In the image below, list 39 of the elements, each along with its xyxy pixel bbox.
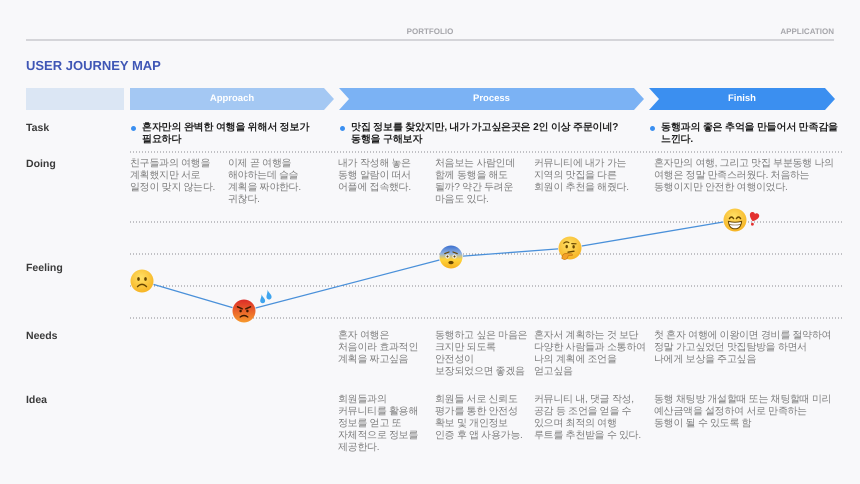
task-statement: 혼자만의 완벽한 여행을 위해서 정보가 필요하다 [142,122,310,146]
connector-line [582,221,724,247]
body-text: 혼자만의 여행, 그리고 맛집 부분동행 나의 여행은 정말 만족스러웠다. 처음하는 동행이지만 안전한 여행이었다. [654,158,835,194]
body-text: 첫 혼자 여행에 이왕이면 경비를 절약하여 정말 가고싶었던 맛집탐방을 하면서 나에게 보상을 주고싶음 [654,330,832,366]
grinning-face-icon [723,208,747,232]
task-statement: 동행과의 좋은 추억을 만들어서 만족감을 느낀다. [661,122,839,146]
blank-phase-header [26,88,124,110]
body-text: 혼자 여행은 처음이라 효과적인 계획을 짜고싶음 [338,330,420,366]
row-heading: Needs [26,330,59,342]
phase-title: Process [473,93,510,105]
body-text: 이제 곧 여행을 해야하는데 슬슬 계획을 짜야한다. 귀찮다. [228,158,302,206]
connector-line [255,259,440,309]
connector-line [153,284,233,308]
body-text: 커뮤니티 내, 댓글 작성, 공감 등 조언을 얻을 수 있으며 최적의 여행 루트를 추천받을 수 있다. [534,394,642,442]
fearful-face-icon [439,245,463,269]
row-heading: Doing [26,158,57,170]
body-text: 동행 채팅방 개설할때 또는 채팅할때 미리 예산금액을 설정하여 서로 만족하는 동행이 될 수 있도록 함 [654,394,832,430]
body-text: 동행하고 싶은 마음은 크지만 되도록 안전성이 보장되었으면 좋겠음 [435,330,528,378]
phase-title: Finish [728,93,756,105]
body-text: 내가 작성해 놓은 동행 알람이 떠서 어플에 접속했다. [338,158,412,194]
body-text: 친구들과의 여행을 계획했지만 서로 일정이 맞지 않는다. [130,158,216,194]
phase-header [130,88,334,110]
body-text: 혼자서 계획하는 것 보단 다양한 사람들과 소통하여 나의 계획에 조언을 얻고싶음 [534,330,646,378]
body-text: 회원들과의 커뮤니티를 활용해 정보를 얻고 또 자체적으로 정보를 제공한다. [338,394,420,454]
frowning-face-icon [130,269,154,293]
page-title: USER JOURNEY MAP [26,58,161,73]
row-heading: Idea [26,394,48,406]
header-text: APPLICATION [779,27,834,37]
angry-face-icon [232,299,256,323]
header-text: PORTFOLIO [406,27,454,37]
body-text: 회원들 서로 신뢰도 평가를 통한 안전성 확보 및 개인정보 인증 후 앱 사용가능. [435,394,524,442]
body-text: 처음보는 사람인데 함께 동행을 해도 될까? 약간 두려운 마음도 있다. [435,158,516,206]
body-text: 커뮤니티에 내가 가는 지역의 맛집을 다른 회원이 추천을 해줬다. [534,158,630,194]
row-heading: Feeling [26,262,64,274]
task-statement: 맛집 정보를 찾았지만, 내가 가고싶은곳은 2인 이상 주문이네? 동행을 구해보자 [351,122,620,146]
connector-line [462,248,558,257]
phase-title: Approach [210,93,254,105]
row-heading: Task [26,122,50,134]
thinking-face-icon [558,236,582,260]
